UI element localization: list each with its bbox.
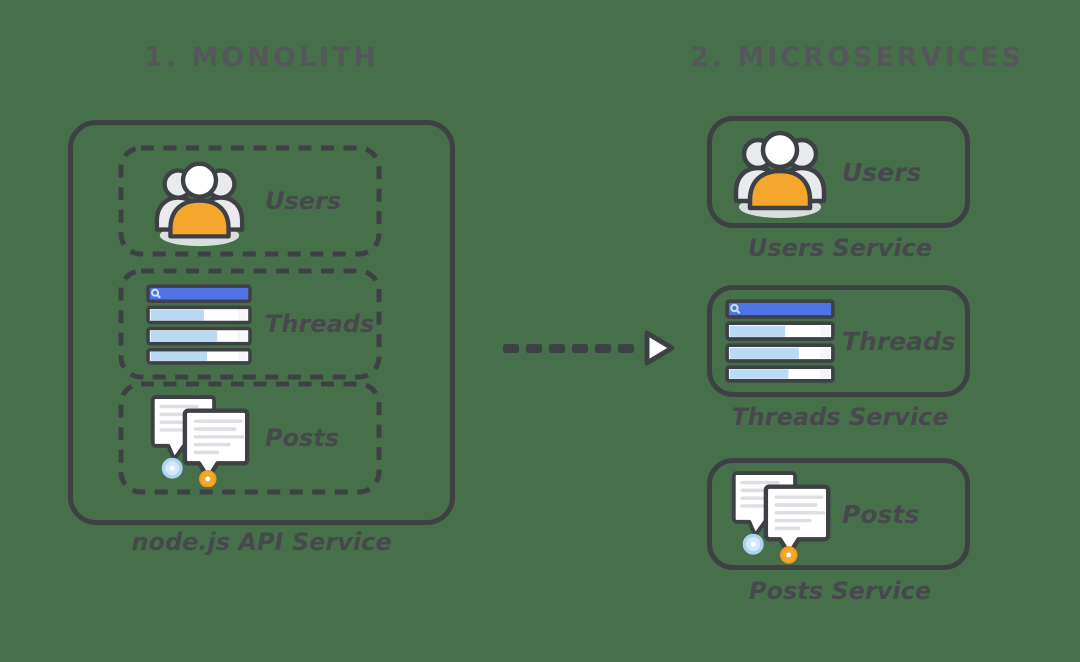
arrowhead-icon <box>644 330 675 366</box>
thread-list-icon <box>143 284 255 365</box>
service-label-users: Users <box>842 157 922 187</box>
migration-arrow-icon <box>503 329 676 367</box>
dashed-border <box>118 145 382 257</box>
service-caption-posts: Posts Service <box>748 577 932 605</box>
module-label-threads: Threads <box>265 310 375 338</box>
service-card-posts: Posts <box>707 458 970 570</box>
users-group-icon <box>143 155 255 248</box>
service-label-threads: Threads <box>842 326 956 356</box>
monolith-module-posts: Posts <box>118 381 382 495</box>
service-card-users: Users <box>707 116 970 228</box>
monolith-container <box>68 120 455 525</box>
arrow-dash <box>549 343 565 353</box>
chat-bubbles-icon <box>724 464 836 564</box>
dashed-border <box>118 268 382 380</box>
monolith-module-users: Users <box>118 145 382 257</box>
service-caption-threads: Threads Service <box>731 403 949 431</box>
arrow-dash <box>618 343 634 353</box>
arrow-dash <box>572 343 588 353</box>
monolith-caption: node.js API Service <box>131 528 392 556</box>
service-card-threads: Threads <box>707 285 970 397</box>
service-caption-users: Users Service <box>747 234 933 262</box>
monolith-module-threads: Threads <box>118 268 382 380</box>
monolith-heading: 1. MONOLITH <box>143 42 380 73</box>
microservices-heading: 2. MICROSERVICES <box>690 42 1025 73</box>
arrow-dash <box>595 343 611 353</box>
service-label-posts: Posts <box>842 499 920 529</box>
module-label-users: Users <box>265 187 342 215</box>
arrow-dash <box>503 343 519 353</box>
arrow-dash <box>526 343 542 353</box>
module-label-posts: Posts <box>265 424 340 452</box>
thread-list-icon <box>724 299 836 383</box>
chat-bubbles-icon <box>143 389 255 487</box>
users-group-icon <box>724 124 836 220</box>
dashed-border <box>118 381 382 495</box>
